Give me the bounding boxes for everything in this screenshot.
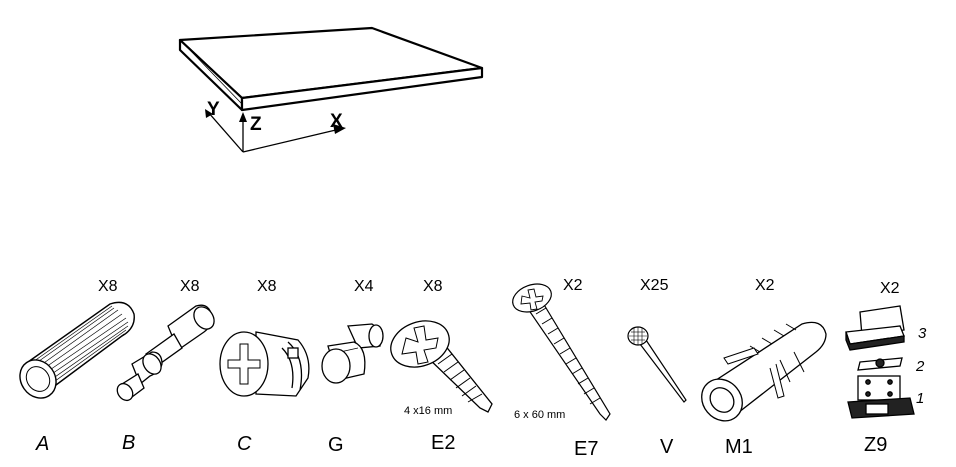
part-m1-quantity: X2 — [755, 277, 775, 294]
axis-z-label: Z — [250, 114, 262, 135]
part-v-code: V — [660, 436, 674, 458]
part-e7-dimension: 6 x 60 mm — [514, 409, 566, 421]
part-e7-screw-illustration — [512, 283, 611, 421]
part-e2-dimension: 4 x16 mm — [404, 405, 453, 417]
part-e7-quantity: X2 — [563, 277, 583, 294]
part-m1-wallplug-illustration — [701, 321, 827, 422]
part-z9-code: Z9 — [864, 434, 888, 456]
part-a-code: A — [36, 433, 50, 455]
part-z9-bracket-illustration — [845, 305, 915, 419]
part-e7-code: E7 — [574, 438, 599, 460]
part-b-cambolt-illustration — [116, 304, 215, 402]
part-c-quantity: X8 — [257, 278, 277, 295]
part-m1-code: M1 — [725, 436, 753, 458]
part-b-quantity: X8 — [180, 278, 200, 295]
part-c-code: C — [237, 433, 252, 455]
part-a-dowel-illustration — [19, 301, 135, 399]
shelf-panel — [178, 26, 484, 112]
axis-y-label: Y — [207, 99, 220, 120]
part-g-quantity: X4 — [354, 278, 374, 295]
part-c-camlock-illustration — [219, 331, 310, 397]
z9-layer-2-label: 2 — [916, 358, 925, 375]
part-e2-screw-illustration — [390, 320, 493, 413]
axis-x-label: X — [330, 111, 343, 132]
part-g-code: G — [328, 434, 344, 456]
z9-layer-1-label: 1 — [916, 390, 925, 407]
z9-layer-3-label: 3 — [918, 325, 927, 342]
part-e2-code: E2 — [431, 432, 456, 454]
part-b-code: B — [122, 432, 136, 454]
part-v-nail-illustration — [627, 326, 687, 403]
axis-arrows — [205, 109, 346, 153]
part-z9-quantity: X2 — [880, 280, 900, 297]
part-g-shelfpin-illustration — [321, 323, 384, 384]
part-v-quantity: X25 — [640, 277, 669, 294]
part-a-quantity: X8 — [98, 278, 118, 295]
part-e2-quantity: X8 — [423, 278, 443, 295]
